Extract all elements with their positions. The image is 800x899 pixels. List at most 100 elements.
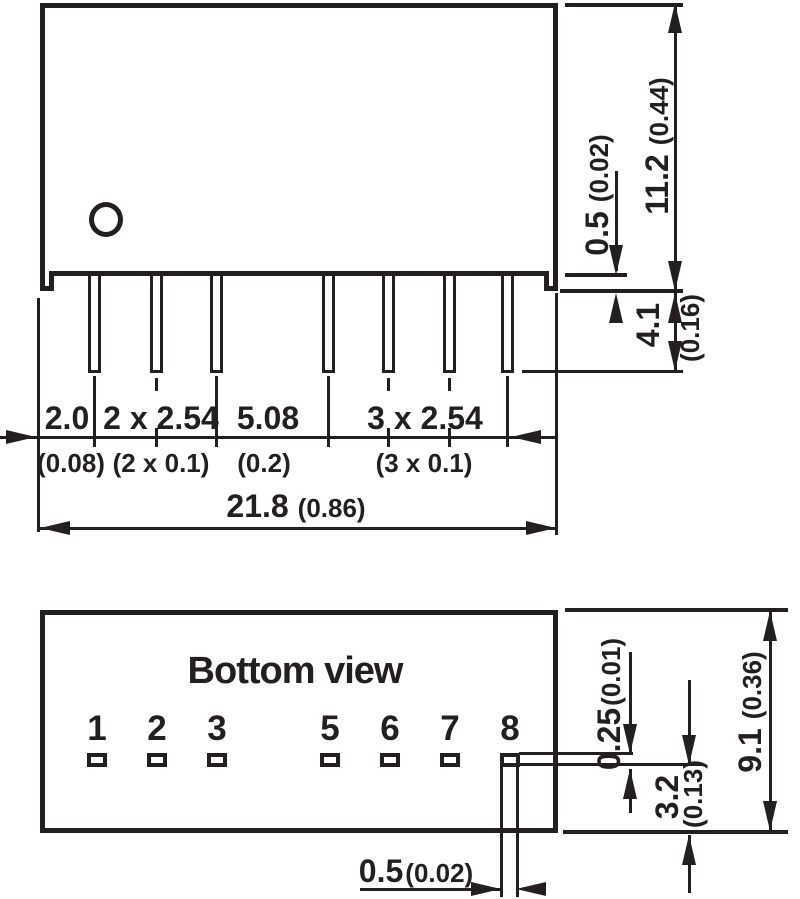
arrowhead xyxy=(763,611,777,641)
pin-2 xyxy=(150,276,163,373)
arrowhead xyxy=(609,293,623,323)
pad-8 xyxy=(500,753,520,767)
arrowhead xyxy=(511,430,541,444)
dim-value-mm: 0.5 xyxy=(358,853,404,889)
pin-7 xyxy=(443,276,456,373)
ext-line-pin8-center xyxy=(506,376,509,447)
dim-label-pin-length-mm: 4.1 xyxy=(630,290,666,360)
pin-label-7: 7 xyxy=(440,709,460,748)
top-view-left-standoff-tab xyxy=(40,271,54,291)
dim-value-mm: 5.08 xyxy=(236,400,300,436)
dim-line-body-height xyxy=(674,3,677,291)
arrowhead xyxy=(526,521,556,535)
tick-pin2-center xyxy=(155,378,158,391)
ext-line-bottom-body-bottom xyxy=(563,830,788,834)
dim-label-standoff: 0.5 (0.02) xyxy=(579,110,615,280)
ext-line-left-edge xyxy=(37,298,40,532)
dim-value-mm: 21.8 xyxy=(226,488,289,524)
pad-3 xyxy=(207,753,227,767)
ext-line-pad8-right-edge xyxy=(516,767,519,897)
arrowhead xyxy=(609,245,623,275)
pad-1 xyxy=(87,753,107,767)
pin-6 xyxy=(382,276,395,373)
ext-line-pin5-center xyxy=(327,376,330,447)
ext-line-pad8-left-edge xyxy=(500,767,503,897)
arrowhead xyxy=(40,521,70,535)
dim-line-pad-offset-tail xyxy=(688,835,691,893)
pin-5 xyxy=(322,276,335,373)
pin-8 xyxy=(501,276,514,373)
dim-value-mm: 4.1 xyxy=(630,302,666,348)
dim-value-mm: 11.2 xyxy=(639,154,675,215)
dim-value-inch: (0.16) xyxy=(675,294,705,362)
dim-label-pin1-offset-inch: (0.08) xyxy=(21,450,121,478)
dim-label-center-gap-mm: 5.08 xyxy=(218,402,318,434)
dim-line-pad-offset xyxy=(688,680,691,765)
ext-line-pin1-center xyxy=(93,376,96,447)
dim-value-inch: (3 x 0.1) xyxy=(375,448,473,478)
dim-label-pitch3x-mm: 3 x 2.54 xyxy=(355,402,495,434)
dim-label-pad-width: 0.5 (0.02) xyxy=(336,855,496,887)
dim-value-inch: (0.86) xyxy=(297,493,366,523)
dim-line-body-width xyxy=(40,527,556,530)
pad-2 xyxy=(147,753,167,767)
dim-label-pitch3x-inch: (3 x 0.1) xyxy=(354,450,494,478)
dim-label-body-depth: 9.1 (0.36) xyxy=(732,627,768,797)
dim-label-pin-length-inch: (0.16) xyxy=(675,283,711,373)
dim-label-pitch2x-inch: (2 x 0.1) xyxy=(91,450,231,478)
dim-value-mm: 2.0 xyxy=(44,400,90,436)
pin1-indicator-circle xyxy=(89,202,123,237)
dim-value-mm: 0.5 xyxy=(579,211,615,256)
dim-value-mm: 0.25 xyxy=(591,707,627,771)
ext-line-pin-tip xyxy=(522,370,683,373)
arrowhead xyxy=(668,261,682,291)
dim-value-inch: (0.44) xyxy=(644,77,674,146)
dim-line-pin-thickness xyxy=(629,652,632,754)
dim-value-inch: (0.02) xyxy=(405,858,474,888)
bottom-view-body xyxy=(40,610,558,833)
ext-line-body-top xyxy=(565,3,683,7)
dim-value-inch: (0.01) xyxy=(596,637,626,706)
dim-line-pitch-chain xyxy=(0,436,558,439)
arrowhead xyxy=(6,430,36,444)
pad-7 xyxy=(440,753,460,767)
arrowhead xyxy=(668,293,682,323)
dim-label-body-width: 21.8 (0.86) xyxy=(196,490,396,524)
ext-line-body-bottom xyxy=(565,273,627,277)
pin-label-8: 8 xyxy=(500,709,520,748)
top-view-right-standoff-tab xyxy=(544,271,558,291)
top-view-body xyxy=(40,3,558,276)
ext-line-right-edge xyxy=(555,293,558,535)
dim-label-pad-offset-inch: (0.13) xyxy=(678,749,714,839)
pin-label-1: 1 xyxy=(87,709,107,748)
dim-value-inch: (0.13) xyxy=(678,760,708,828)
dim-value-inch: (0.36) xyxy=(737,651,767,720)
arrowhead xyxy=(471,882,501,896)
pin-label-2: 2 xyxy=(147,709,167,748)
dim-value-inch: (0.02) xyxy=(584,134,614,203)
pad-6 xyxy=(380,753,400,767)
dim-value-inch: (0.08) xyxy=(37,448,105,478)
dim-line-pin-length xyxy=(674,293,677,371)
pin-label-5: 5 xyxy=(320,709,340,748)
dim-label-pitch2x-mm: 2 x 2.54 xyxy=(91,402,231,434)
pin-3 xyxy=(210,276,223,373)
ext-line-pad8-top xyxy=(519,752,633,755)
ext-line-pin3-center xyxy=(215,376,218,447)
dim-line-standoff xyxy=(615,171,618,271)
bottom-view-title: Bottom view xyxy=(187,650,404,692)
tick-pin7-center xyxy=(448,378,451,391)
ext-line-pad8-bottom xyxy=(519,763,703,766)
arrowhead xyxy=(682,735,696,765)
pin-label-3: 3 xyxy=(207,709,227,748)
arrowhead xyxy=(668,3,682,33)
arrowhead xyxy=(516,882,546,896)
pad-5 xyxy=(320,753,340,767)
dim-value-mm: 3 x 2.54 xyxy=(367,400,483,436)
ext-line-seating-plane xyxy=(560,289,683,293)
pin-1 xyxy=(88,276,101,373)
dim-line-body-depth xyxy=(769,611,772,831)
arrowhead xyxy=(763,801,777,831)
dim-value-inch: (2 x 0.1) xyxy=(112,448,210,478)
